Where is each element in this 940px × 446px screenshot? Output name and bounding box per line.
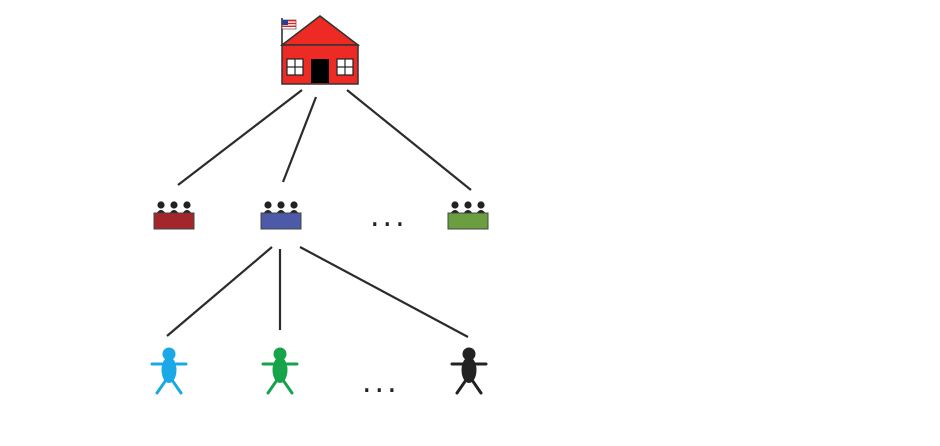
connector-school-class-1 (177, 89, 303, 186)
student-icon (261, 347, 299, 395)
student-icon (450, 347, 488, 395)
classroom-icon (260, 201, 302, 230)
students-row (150, 347, 488, 395)
us-flag-icon (281, 19, 297, 30)
school-to-class-connectors (177, 89, 472, 191)
class-to-student-connectors (166, 246, 469, 338)
connector-school-class-3 (346, 89, 472, 191)
students-ellipsis: ... (362, 365, 400, 400)
classes-row (153, 201, 489, 230)
classes-ellipsis: ... (370, 199, 408, 234)
connector-class-student-3 (299, 246, 469, 338)
classroom-icon (153, 201, 195, 230)
classroom-icon (447, 201, 489, 230)
connector-school-class-2 (281, 96, 318, 183)
connector-class-student-1 (166, 246, 273, 337)
student-icon (150, 347, 188, 395)
school-house-icon (279, 15, 361, 85)
